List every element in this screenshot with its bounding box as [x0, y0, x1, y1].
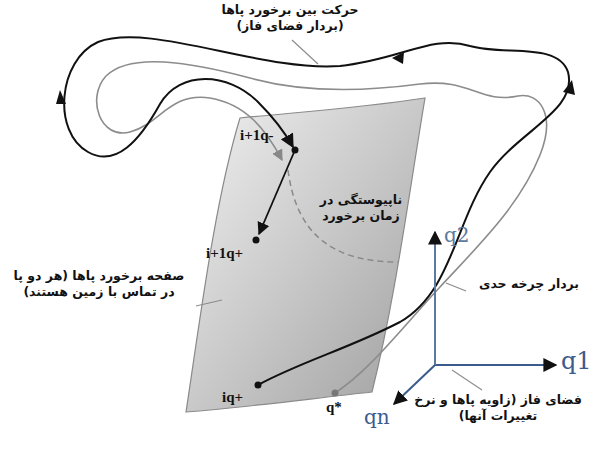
impact-surface [186, 98, 425, 412]
callout-text: فضای فاز (زاویه پاها و نرخ تغییرات آنها) [408, 392, 588, 425]
point-label: i+1q- [240, 126, 274, 146]
axis-q1 [435, 364, 556, 366]
state-point [332, 390, 339, 397]
callout-text: صفحه برخورد پاها (هر دو پا در تماس با زم… [6, 268, 192, 301]
trajectory-arrowhead [563, 80, 575, 95]
leader-line [292, 40, 318, 64]
state-point [255, 382, 262, 389]
leader-line [446, 283, 466, 291]
leader-line [452, 370, 482, 390]
callout-text: بردار چرخه حدی [468, 276, 590, 292]
axis-label: q2 [444, 222, 470, 248]
axis-label: q1 [561, 346, 592, 377]
limit-cycle-curve [97, 62, 547, 393]
callout-text: ناپیوستگی در زمان برخورد [306, 192, 416, 225]
axis-q2 [434, 232, 436, 365]
leader-line [196, 300, 222, 306]
axis-label: qn [364, 404, 390, 430]
point-label: i+1q+ [206, 244, 243, 264]
point-label: iq+ [222, 388, 243, 408]
callout-text: حرکت بین برخورد پاها (بردار فضای فاز) [212, 2, 368, 35]
trajectory-arrowhead [392, 52, 404, 64]
state-point [292, 147, 299, 154]
discontinuity-arrow [259, 150, 295, 234]
trajectory-arrowhead [56, 90, 66, 104]
trajectory-curve [64, 37, 569, 385]
state-point [253, 237, 260, 244]
point-label: q* [326, 398, 342, 418]
